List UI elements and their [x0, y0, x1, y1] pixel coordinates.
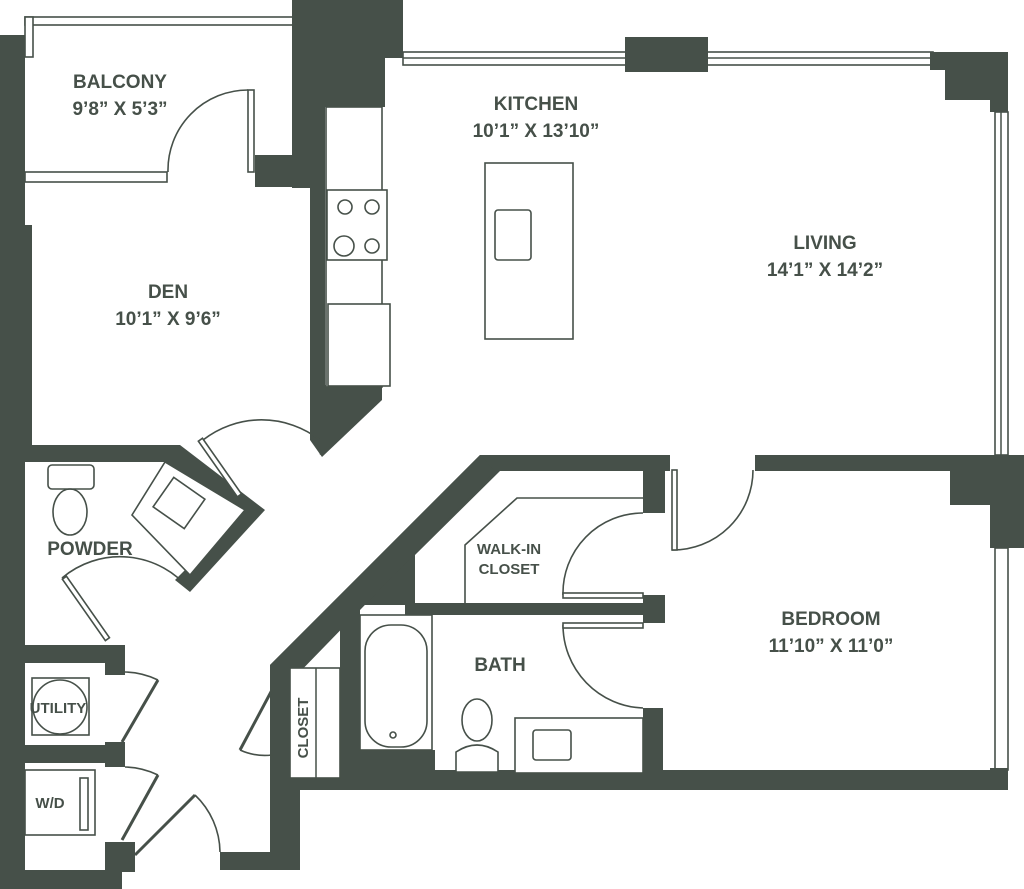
walk-in-closet-label-2: CLOSET	[479, 561, 540, 578]
bedroom-label: BEDROOM	[781, 609, 880, 630]
bath-label: BATH	[474, 655, 525, 676]
sink-icon	[532, 729, 572, 761]
kitchen-label: KITCHEN	[494, 94, 578, 115]
living-label: LIVING	[793, 233, 856, 254]
den-label: DEN	[148, 282, 188, 303]
sink-icon	[494, 209, 532, 261]
powder-label: POWDER	[47, 539, 133, 560]
wd-label: W/D	[35, 795, 64, 812]
fridge-icon	[327, 303, 391, 387]
walk-in-closet-label: WALK-IN	[477, 541, 541, 558]
toilet-icon	[47, 464, 95, 490]
living-size: 14’1” X 14’2”	[767, 260, 883, 281]
den-size: 10’1” X 9’6”	[115, 309, 221, 330]
closet-label: CLOSET	[295, 698, 312, 759]
water-heater-icon	[32, 679, 88, 735]
kitchen-size: 10’1” X 13’10”	[473, 121, 600, 142]
bedroom-size: 11’10” X 11’0”	[769, 636, 894, 657]
balcony-size: 9’8” X 5’3”	[72, 99, 167, 120]
toilet-icon	[461, 698, 493, 742]
fixtures	[24, 106, 644, 836]
balcony-label: BALCONY	[73, 72, 167, 93]
doors	[61, 89, 754, 857]
utility-label: UTILITY	[30, 700, 87, 717]
room-labels: BALCONY 9’8” X 5’3” KITCHEN 10’1” X 13’1…	[30, 72, 894, 812]
bathtub-icon	[364, 624, 428, 748]
